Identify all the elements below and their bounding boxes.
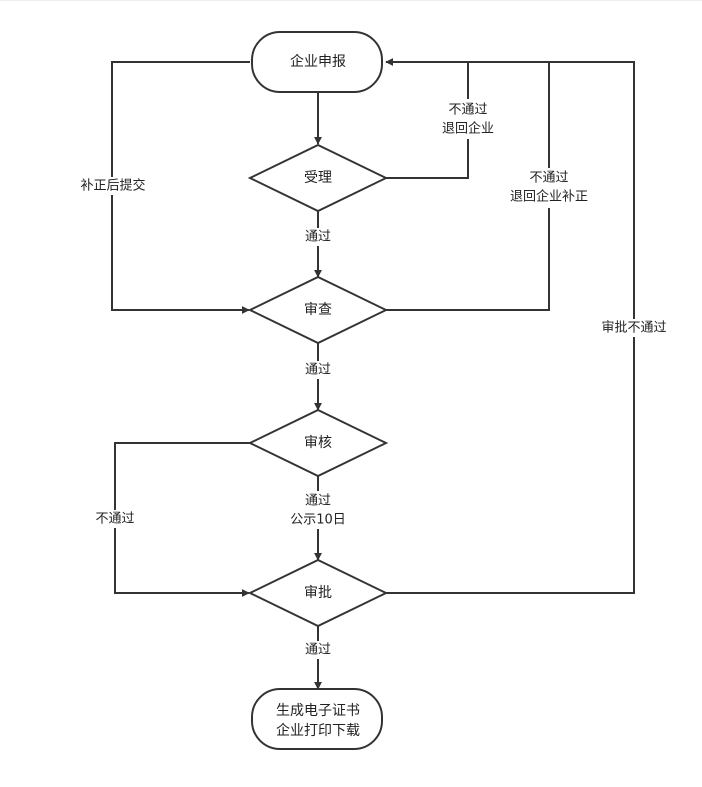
label-bg-audit-reject [91,510,139,528]
node-approve-label: 审批 [304,585,332,601]
edge-label-accept-reject-line1: 不通过 [448,103,487,118]
edge-label-audit-reject: 不通过 [95,512,134,527]
edge-label-approve-reject: 审批不通过 [601,321,666,336]
node-review-label: 审查 [304,302,332,318]
node-certificate [251,688,383,750]
edge-label-accept-pass: 通过 [305,230,331,245]
node-review [247,275,389,345]
node-certificate-label-line2: 企业打印下载 [276,722,360,739]
label-bg-approve-pass [300,641,336,659]
edge-label-review-reject-line1: 不通过 [529,171,568,186]
node-accept [247,143,389,213]
node-certificate-label-line1: 生成电子证书 [276,703,360,719]
label-bg-approve-reject [596,319,672,337]
edge-review-reject-return [386,62,550,311]
label-bg-accept-reject [436,99,500,139]
label-bg-audit-pass [284,491,352,529]
node-apply [251,31,383,93]
edge-label-approve-pass: 通过 [305,643,331,658]
node-approve [247,558,389,628]
label-bg-review-pass [300,361,336,379]
node-audit-label: 审核 [304,435,332,451]
node-audit [247,408,389,478]
label-bg-resubmit [74,177,152,195]
edge-label-review-pass: 通过 [305,363,331,378]
edge-label-audit-pass-line1: 通过 [305,494,331,509]
node-apply-label: 企业申报 [290,53,346,70]
edge-label-review-reject-line2: 退回企业补正 [510,189,588,205]
edge-label-accept-reject-line2: 退回企业 [442,121,494,137]
node-accept-label: 受理 [304,170,332,186]
label-bg-accept-pass [300,228,336,246]
label-bg-review-reject [503,168,595,208]
edge-label-audit-pass-line2: 公示10日 [290,513,346,528]
edge-label-resubmit: 补正后提交 [80,178,145,194]
